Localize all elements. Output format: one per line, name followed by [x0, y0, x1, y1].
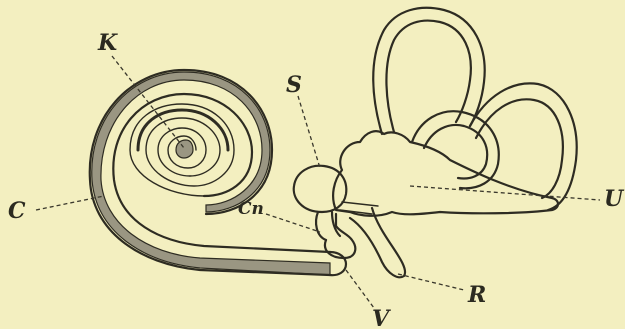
- leader-cn: [266, 214, 320, 232]
- label-cn: Cn: [238, 199, 264, 219]
- cochlea-core: [176, 140, 193, 158]
- label-s: S: [286, 72, 302, 98]
- lateral-canal-inner: [424, 125, 487, 179]
- label-r: R: [467, 282, 486, 308]
- leader-r: [398, 274, 464, 290]
- leader-v: [346, 270, 374, 308]
- saccule: [294, 166, 347, 212]
- leader-s: [298, 96, 320, 168]
- utricle: [333, 131, 558, 216]
- leader-u: [410, 186, 600, 200]
- label-c: C: [8, 198, 26, 224]
- label-v: V: [372, 306, 391, 329]
- cochlea-inner-contour: [113, 94, 330, 252]
- endolymphatic-duct: [350, 208, 405, 277]
- posterior-canal-inner: [476, 99, 563, 198]
- label-k: K: [97, 30, 118, 56]
- label-u: U: [604, 186, 625, 212]
- semicircular-canals: [373, 8, 576, 210]
- superior-canal-inner: [386, 21, 470, 132]
- cochlea-spiral: [90, 70, 346, 275]
